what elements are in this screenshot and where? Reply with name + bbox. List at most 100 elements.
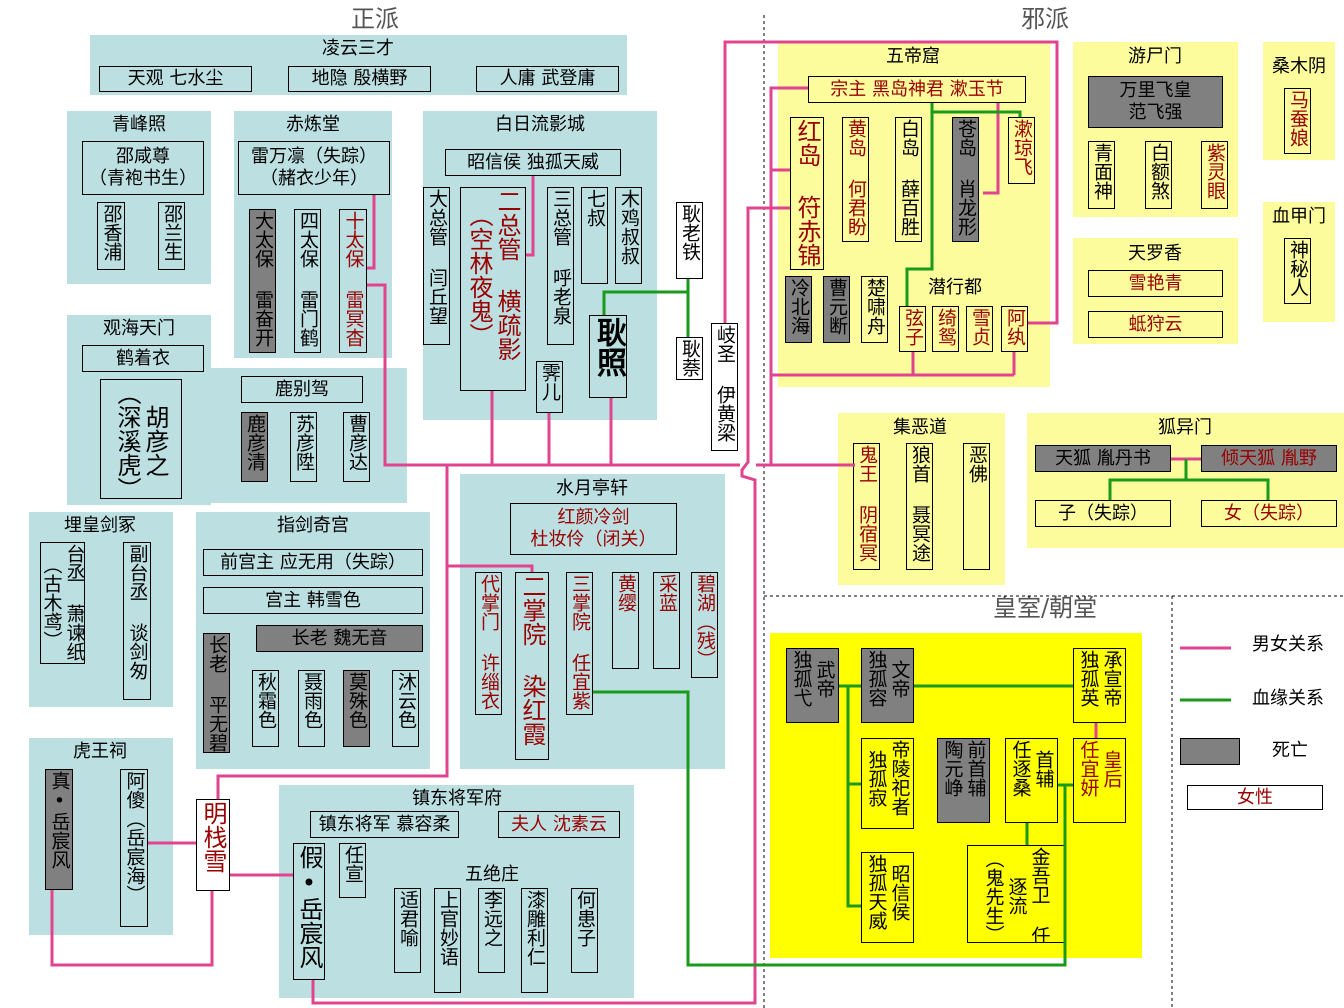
member-name: 武帝 独孤弋 bbox=[790, 650, 836, 707]
member-name: 黄缨 bbox=[615, 574, 637, 612]
legend-dead-label: 死亡 bbox=[1272, 740, 1308, 761]
member-name: 前首辅 陶元峥 bbox=[941, 740, 987, 797]
member-name: 狼首 聂冥途 bbox=[909, 445, 931, 562]
member-name: 昭信侯 独孤天威 bbox=[865, 854, 911, 930]
member-box-court: 首辅 任逐桑 bbox=[1005, 738, 1058, 823]
faction-title: 虎王祠 bbox=[73, 741, 127, 762]
member-box-wujue: 李远之 bbox=[478, 888, 505, 973]
faction-title: 埋皇剑冢 bbox=[64, 515, 136, 536]
member-box-youshi: 紫灵眼 bbox=[1201, 141, 1228, 209]
member-box-bairi: 耿照 bbox=[589, 315, 627, 398]
member-box-bairi: 昭信侯 独孤天威 bbox=[445, 149, 621, 176]
member-box-bairi: 霁儿 bbox=[536, 361, 563, 413]
member-box-wujue: 漆雕利仁 bbox=[521, 888, 548, 993]
member-box-wujue: 何患子 bbox=[571, 888, 598, 973]
panel-qingfeng bbox=[67, 111, 211, 284]
member-name: 七叔 bbox=[584, 189, 606, 227]
member-name: 莫殊色 bbox=[346, 672, 368, 729]
legend-dead-swatch bbox=[1180, 738, 1240, 765]
member-name: 邵香浦 bbox=[100, 204, 123, 261]
section-title-righteous: 正派 bbox=[351, 5, 399, 33]
member-box-tianluo: 雪艳青 bbox=[1088, 270, 1223, 297]
member-box-guanhai: 鹿彦清 bbox=[241, 412, 268, 482]
member-name: 岐圣 伊黄梁 bbox=[714, 325, 736, 442]
member-box-independent: 耿老铁 bbox=[676, 202, 703, 279]
member-box-zhijian: 长老 平无碧 bbox=[203, 633, 230, 753]
member-box-sangmu: 马蚕娘 bbox=[1284, 88, 1311, 154]
member-name: 二总管 横疏影 （空林夜鬼） bbox=[465, 189, 521, 361]
member-name: 白岛 薛百胜 bbox=[898, 119, 920, 236]
member-box-wudi: 冷北海 bbox=[785, 276, 812, 343]
member-name: 代掌门 许缁衣 bbox=[478, 574, 500, 710]
faction-title: 五帝窟 bbox=[886, 46, 940, 67]
member-box-chilian: 四太保 雷门鹤 bbox=[294, 209, 321, 353]
member-name: 曹元断 bbox=[826, 278, 848, 335]
faction-title: 指剑奇宫 bbox=[277, 515, 349, 536]
member-box-qianxing: 绮鸳 bbox=[932, 306, 959, 352]
member-box-huwang: 阿傻（岳宸海） bbox=[120, 769, 148, 927]
member-name: 雪贞 bbox=[969, 308, 991, 346]
faction-title: 血甲门 bbox=[1272, 206, 1326, 227]
faction-title: 游尸门 bbox=[1128, 46, 1182, 67]
member-name: 胡彦之 （深溪虎） bbox=[113, 381, 169, 499]
member-name: 耿老铁 bbox=[679, 204, 701, 261]
member-name: 采蓝 bbox=[656, 574, 678, 612]
member-name: 耿萘 bbox=[679, 339, 701, 377]
panel-lingyun bbox=[90, 35, 627, 95]
faction-title: 五绝庄 bbox=[465, 864, 519, 885]
member-box-court: 武帝 独孤弋 bbox=[786, 648, 839, 723]
faction-title: 青峰照 bbox=[112, 114, 166, 135]
member-box-guanhai: 曹彦达 bbox=[343, 412, 370, 482]
member-box-chilian: 十太保 雷冥杳 bbox=[339, 209, 367, 353]
member-name: 真•岳宸风 bbox=[48, 771, 71, 869]
member-name: 碧湖（残） bbox=[694, 574, 716, 669]
member-name: 副台丞 谈剑匆 bbox=[126, 544, 149, 680]
member-name: 白额煞 bbox=[1148, 143, 1170, 200]
member-box-wudi: 红岛 符赤锦 bbox=[790, 117, 824, 270]
member-box-zhendong: 任宣 bbox=[339, 843, 366, 898]
panel-xuejia bbox=[1263, 202, 1335, 322]
member-box-lingyun: 天观 七水尘 bbox=[99, 66, 252, 92]
member-box-wudi: 白岛 薛百胜 bbox=[895, 117, 922, 242]
member-name: 上官妙语 bbox=[437, 890, 459, 966]
member-name: 冷北海 bbox=[788, 278, 810, 335]
member-name: 青面神 bbox=[1091, 143, 1113, 200]
member-box-court: 昭信侯 独孤天威 bbox=[861, 852, 914, 943]
faction-title: 凌云三才 bbox=[322, 38, 394, 59]
member-name: 二掌院 染红霞 bbox=[518, 574, 546, 746]
faction-title: 集恶道 bbox=[893, 417, 947, 438]
member-name: 阿纨 bbox=[1004, 308, 1026, 346]
member-box-qingfeng: 邵咸尊 （青袍书生） bbox=[82, 141, 204, 195]
panel-youshi bbox=[1073, 42, 1238, 217]
member-box-chilian: 大太保 雷奋开 bbox=[249, 209, 276, 353]
member-box-qianxing: 雪贞 bbox=[966, 306, 993, 352]
member-box-youshi: 青面神 bbox=[1088, 141, 1115, 209]
member-box-guanhai: 鹿别驾 bbox=[241, 376, 363, 403]
member-name: 四太保 雷门鹤 bbox=[297, 211, 319, 347]
member-box-qianxing: 弦子 bbox=[899, 306, 926, 352]
member-name: 首辅 任逐桑 bbox=[1009, 740, 1055, 797]
member-name: 三总管 呼老泉 bbox=[550, 189, 572, 325]
member-name: 明栈雪 bbox=[199, 801, 227, 873]
member-box-zhijian: 秋霜色 bbox=[252, 670, 279, 747]
member-name: 紫灵眼 bbox=[1204, 143, 1226, 200]
panel-sangmu bbox=[1263, 42, 1335, 160]
member-box-zhendong: 夫人 沈素云 bbox=[498, 811, 620, 838]
section-title-court: 皇室/朝堂 bbox=[992, 594, 1098, 622]
member-box-huyi: 天狐 胤丹书 bbox=[1035, 445, 1171, 472]
member-box-zhendong: 假•岳宸风 bbox=[293, 843, 325, 980]
member-name: 三掌院 任宜紫 bbox=[569, 574, 591, 710]
member-name: 承宣帝 独孤英 bbox=[1077, 650, 1123, 707]
member-box-independent: 明栈雪 bbox=[196, 799, 230, 891]
member-name: 漱琼飞 bbox=[1011, 119, 1033, 176]
member-box-court: 金吾卫 任 逐流 （鬼先生） bbox=[967, 845, 1065, 943]
member-box-court: 文帝 独孤容 bbox=[861, 648, 914, 723]
faction-title: 白日流影城 bbox=[495, 114, 585, 135]
member-name: 适君喻 bbox=[397, 890, 419, 947]
member-name: 帝陵祀者 独孤寂 bbox=[865, 740, 911, 816]
member-box-guanhai: 胡彦之 （深溪虎） bbox=[100, 379, 182, 499]
member-box-wujue: 上官妙语 bbox=[434, 888, 461, 993]
member-box-bairi: 大总管 闫丘望 bbox=[423, 187, 450, 345]
panel-maihuang bbox=[29, 512, 173, 707]
member-name: 秋霜色 bbox=[255, 672, 277, 729]
